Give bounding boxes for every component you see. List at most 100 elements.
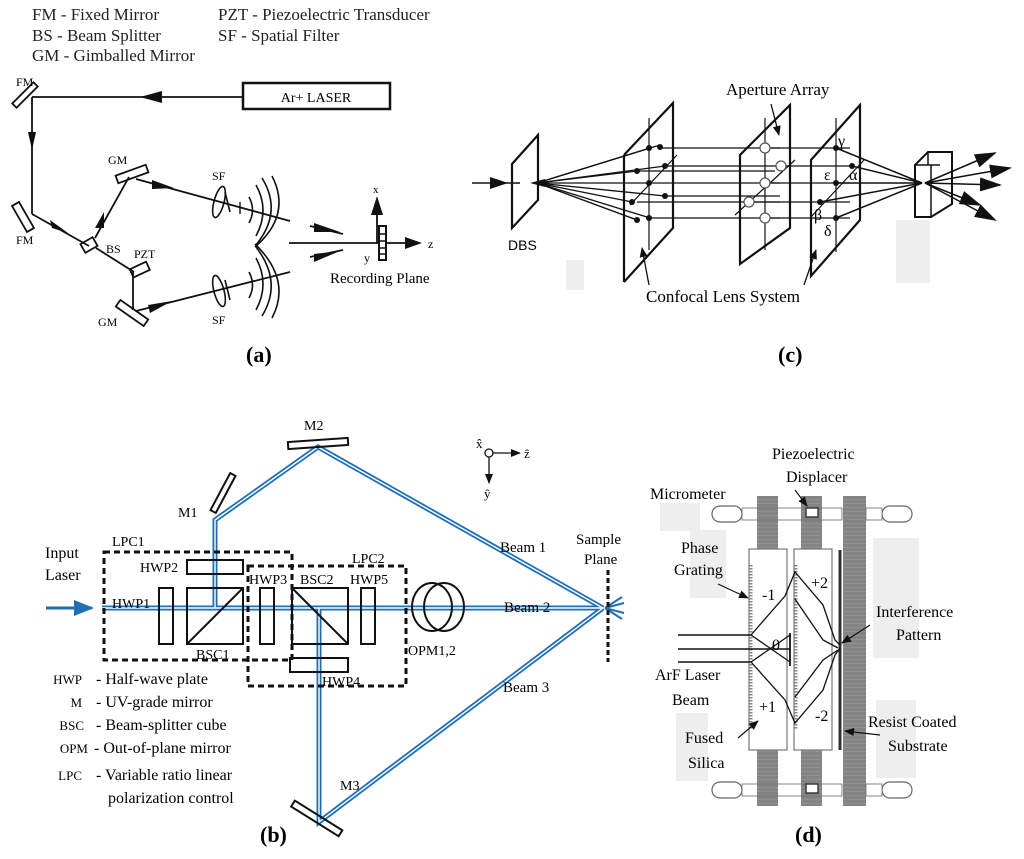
lpc2-box	[246, 564, 408, 688]
delta-label: δ	[824, 223, 832, 240]
resist-pointer	[844, 728, 881, 736]
hwp1-label: HWP1	[112, 597, 150, 612]
panel-b-legend: HWP - Half-wave plate M - UV-grade mirro…	[53, 671, 234, 807]
apertures	[743, 142, 787, 224]
axis-y-label: y	[364, 251, 370, 265]
arrow-icon	[152, 180, 174, 189]
dbs-label: DBS	[508, 237, 537, 253]
dbs-plate	[510, 132, 540, 231]
bsc2	[291, 587, 349, 645]
arrow-icon	[314, 251, 340, 262]
opm1	[411, 582, 453, 632]
aperture-pointer	[770, 103, 781, 136]
legend-desc: polarization control	[108, 790, 234, 807]
micrometer-label: Micrometer	[650, 486, 726, 503]
fixed-mirror-top	[10, 80, 40, 110]
fused-silica-label: Fused	[685, 730, 723, 747]
axis-y-label: ŷ	[484, 486, 491, 501]
order-label: -2	[815, 708, 828, 725]
phase-grating-label: Grating	[674, 562, 723, 579]
alpha-label: α	[849, 167, 858, 184]
post-left-top	[757, 496, 778, 556]
fused-silica-label: Silica	[688, 755, 724, 772]
wavefront	[255, 184, 264, 237]
panel-a: FM - Fixed Mirror BS - Beam Splitter GM …	[10, 5, 433, 367]
post-left-bottom	[757, 750, 778, 806]
order-label: +2	[811, 575, 828, 592]
epsilon-label: ε	[824, 167, 831, 184]
pzt-label: PZT	[134, 247, 156, 261]
spatial-filter-top	[211, 185, 227, 219]
opm2	[423, 582, 465, 632]
fm-bottom-label: FM	[16, 233, 34, 247]
hwp5-label: HWP5	[350, 573, 388, 588]
hwp4-label: HWP4	[322, 675, 360, 690]
legend-desc: - Out-of-plane mirror	[94, 740, 232, 757]
panel-b-caption: (b)	[260, 822, 287, 847]
wavefront	[254, 243, 280, 319]
hwp4	[289, 657, 349, 673]
x-axis-out-icon	[484, 448, 494, 458]
substrate-post	[843, 496, 866, 806]
legend-item: FM - Fixed Mirror	[32, 5, 159, 24]
confocal-pointer	[639, 247, 650, 286]
legend-item: GM - Gimballed Mirror	[32, 46, 195, 65]
piezo-label: Displacer	[786, 469, 848, 486]
ar-laser-box	[241, 81, 392, 111]
interference-label: Pattern	[896, 627, 941, 644]
interference-label: Interference	[876, 604, 953, 621]
bsc1-label: BSC1	[196, 648, 229, 663]
arf-laser-label: Beam	[672, 692, 710, 709]
wavefront	[254, 175, 280, 248]
beam-paths	[102, 444, 625, 828]
legend-desc: - UV-grade mirror	[96, 694, 213, 711]
beam2-label: Beam 2	[504, 600, 550, 616]
bs-label: BS	[106, 242, 121, 256]
hwp2	[186, 559, 244, 575]
panel-a-caption: (a)	[246, 342, 272, 367]
post-mid-top	[801, 496, 822, 556]
order-label: +1	[759, 699, 776, 716]
panel-d-caption: (d)	[795, 822, 822, 847]
x-arrow-icon	[371, 196, 383, 215]
arf-laser-label: ArF Laser	[655, 667, 721, 684]
panel-c-caption: (c)	[778, 342, 802, 367]
lpc2-label: LPC2	[352, 552, 385, 567]
arrow-icon	[140, 91, 162, 103]
axis-x-label: x	[373, 184, 379, 196]
panel-c: DBS	[472, 80, 1012, 367]
order-label: 0	[772, 637, 780, 654]
arrow-icon	[50, 220, 68, 233]
gimballed-mirror-bottom	[114, 298, 150, 328]
m1-label: M1	[178, 506, 197, 521]
wavefront	[255, 246, 272, 317]
recording-plate	[378, 225, 387, 261]
gm-bottom-label: GM	[98, 315, 118, 329]
wavefront	[255, 177, 272, 246]
legend-abbr: M	[70, 695, 82, 710]
legend-desc: - Beam-splitter cube	[96, 717, 227, 734]
sf-bottom-label: SF	[212, 313, 226, 327]
bsc2-label: BSC2	[300, 573, 333, 588]
order-label: -1	[762, 587, 775, 604]
legend-abbr: HWP	[53, 672, 82, 687]
phase-grating-pointer	[717, 583, 749, 599]
axis-z-label: ẑ	[524, 446, 530, 461]
legend-item: SF - Spatial Filter	[218, 26, 340, 45]
confocal-pointer	[803, 249, 817, 286]
wavefront	[248, 196, 254, 224]
arrow-icon	[95, 212, 104, 228]
sample-plane-label: Plane	[584, 552, 618, 568]
m3-label: M3	[340, 779, 359, 794]
panel-d: Piezoelectric Displacer Micrometer Phase…	[650, 446, 956, 847]
beam-splitter	[79, 235, 99, 255]
fixed-mirror-bottom	[10, 200, 36, 234]
pzt-element	[128, 260, 152, 279]
pinhole	[224, 279, 231, 301]
hwp5	[360, 587, 376, 645]
hwp1	[158, 587, 174, 645]
arrow-icon	[28, 132, 36, 150]
mirror-m2	[286, 436, 350, 451]
axis-x-label: x̂	[476, 436, 483, 451]
